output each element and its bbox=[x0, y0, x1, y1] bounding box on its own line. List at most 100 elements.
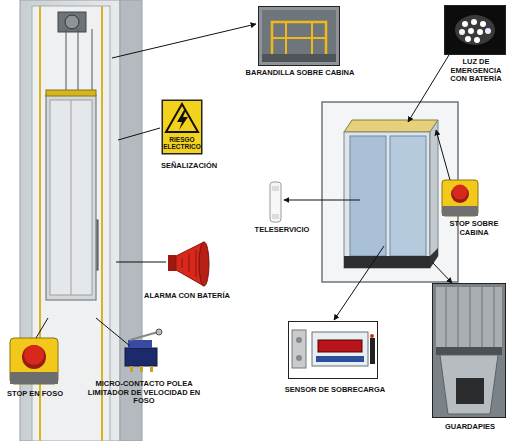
railing-photo-part bbox=[262, 54, 336, 62]
railing-photo-part bbox=[272, 22, 326, 58]
stop-button-part bbox=[451, 185, 469, 203]
railing-photo bbox=[258, 6, 340, 66]
part-label: STOP EN FOSO bbox=[0, 390, 70, 399]
cabin-illustration-part bbox=[390, 136, 426, 256]
photo-caption: SENSOR DE SOBRECARGA bbox=[279, 386, 391, 395]
stop-button-part bbox=[10, 372, 58, 384]
stop-button-part bbox=[453, 185, 468, 200]
phone-handset bbox=[270, 182, 281, 222]
emergency-light-photo-part bbox=[468, 28, 474, 34]
part-label: STOP SOBRE CABINA bbox=[436, 220, 512, 237]
phone-handset-part bbox=[272, 186, 279, 191]
toe-guard-photo-part bbox=[482, 287, 483, 347]
warning-sign-part bbox=[162, 100, 202, 154]
overload-sensor bbox=[288, 321, 378, 379]
micro-switch-part bbox=[140, 366, 143, 372]
leader-lines-part bbox=[112, 24, 256, 58]
alarm-horn-part bbox=[182, 258, 183, 268]
alarm-horn-part bbox=[196, 250, 197, 277]
micro-switch-part bbox=[128, 340, 152, 348]
emergency-light-photo-part bbox=[471, 19, 477, 25]
alarm-horn bbox=[168, 242, 209, 286]
stop-button-part bbox=[22, 345, 46, 369]
leader-lines-part bbox=[432, 262, 452, 283]
stop-button-part bbox=[442, 206, 478, 216]
toe-guard-photo-part bbox=[458, 287, 459, 347]
overload-sensor-part bbox=[296, 355, 302, 361]
elevator-shaft-part bbox=[65, 15, 79, 29]
stop-button bbox=[10, 338, 58, 384]
emergency-light-photo-part bbox=[480, 21, 486, 27]
stop-button-part bbox=[24, 345, 44, 365]
micro-switch-part bbox=[150, 366, 153, 372]
overload-sensor-part bbox=[312, 332, 368, 366]
photo-caption: BARANDILLA SOBRE CABINA bbox=[237, 69, 363, 78]
micro-switch-part bbox=[125, 348, 157, 366]
stop-button-part bbox=[10, 338, 58, 384]
leader-lines-part bbox=[334, 246, 384, 320]
photo-frame: BARANDILLA SOBRE CABINA bbox=[258, 6, 340, 66]
photo-caption: GUARDAPIES bbox=[423, 423, 515, 432]
micro-switch-part bbox=[130, 332, 158, 340]
toe-guard-photo-part bbox=[432, 283, 506, 418]
railing-photo-part bbox=[258, 6, 340, 66]
toe-guard-photo-part bbox=[436, 347, 502, 355]
shaft-cabin-part bbox=[50, 100, 92, 295]
emergency-light-photo-part bbox=[477, 29, 483, 35]
alarm-horn-part bbox=[168, 255, 176, 271]
micro-switch-part bbox=[156, 329, 162, 335]
toe-guard-photo-part bbox=[440, 355, 498, 414]
emergency-light-photo-part bbox=[474, 37, 480, 43]
micro-switch bbox=[125, 329, 162, 372]
emergency-light-photo-part bbox=[485, 28, 491, 34]
elevator-shaft-part bbox=[58, 12, 86, 32]
toe-guard-photo-part bbox=[456, 378, 484, 404]
overload-sensor-part bbox=[296, 337, 302, 343]
elevator-shaft-part bbox=[78, 29, 79, 95]
shaft-cabin-part bbox=[46, 95, 96, 300]
emergency-light-photo-part bbox=[459, 29, 465, 35]
alarm-horn-part bbox=[199, 242, 209, 286]
micro-switch-part bbox=[130, 366, 133, 372]
elevator-shaft-part bbox=[101, 6, 103, 441]
emergency-light-photo-part bbox=[462, 21, 468, 27]
photo-frame: GUARDAPIES bbox=[432, 283, 506, 418]
overload-sensor-part bbox=[370, 338, 375, 364]
emergency-light-photo-part bbox=[444, 5, 506, 55]
part-label: ALARMA CON BATERÍA bbox=[134, 292, 240, 301]
warning-sign-part bbox=[177, 110, 188, 130]
phone-handset-part bbox=[270, 182, 281, 222]
emergency-light-photo-part bbox=[455, 15, 495, 45]
elevator-shaft-part bbox=[66, 29, 67, 95]
toe-guard-photo-part bbox=[436, 287, 502, 347]
phone-handset-part bbox=[272, 214, 279, 219]
overload-sensor-part bbox=[370, 334, 374, 338]
warning-sign-box: RIESGO ELECTRICO bbox=[162, 100, 202, 154]
warning-sign-part bbox=[166, 104, 198, 132]
emergency-light-photo bbox=[444, 5, 506, 55]
overload-sensor-part bbox=[318, 340, 362, 352]
overload-sensor-part bbox=[292, 330, 306, 368]
stop-button bbox=[442, 180, 478, 216]
shaft-cabin-part bbox=[46, 90, 96, 96]
cabin-illustration-part bbox=[344, 120, 438, 132]
leader-lines bbox=[36, 24, 452, 346]
emergency-light-photo-part bbox=[465, 36, 471, 42]
part-label: SEÑALIZACIÓN bbox=[146, 162, 232, 171]
cabin-illustration-part bbox=[344, 256, 430, 268]
cabin-illustration-part bbox=[344, 248, 438, 268]
cabin-illustration-part bbox=[430, 120, 438, 268]
leader-lines-part bbox=[408, 50, 452, 122]
railing-photo-part bbox=[262, 10, 336, 62]
toe-guard-photo-part bbox=[446, 287, 447, 347]
cabin-illustration-part bbox=[350, 136, 386, 256]
railing-photo-part bbox=[285, 22, 287, 58]
shaft-cabin bbox=[46, 90, 96, 300]
part-label: MICRO-CONTACTO POLEA LIMITADOR DE VELOCI… bbox=[84, 380, 204, 406]
leader-lines-part bbox=[436, 130, 450, 180]
leader-lines-part bbox=[118, 128, 160, 140]
cabin-illustration-part bbox=[322, 102, 458, 282]
overload-sensor-part bbox=[316, 356, 364, 362]
sign-text: RIESGO ELECTRICO bbox=[163, 137, 201, 151]
